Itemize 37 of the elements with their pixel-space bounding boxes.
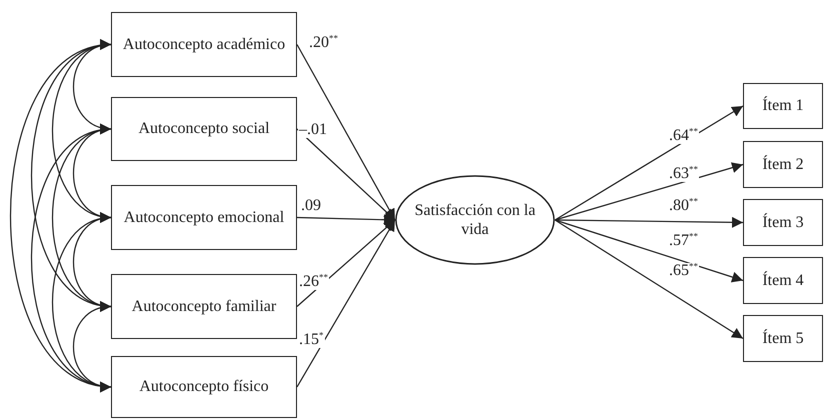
variable-box	[743, 83, 823, 129]
node-label: Ítem 1	[761, 96, 805, 116]
node-label: Ítem 2	[761, 154, 805, 174]
path-arrow	[296, 220, 396, 307]
variable-box	[111, 97, 297, 161]
node-label: Ítem 5	[761, 328, 805, 348]
path-arrow	[296, 44, 396, 220]
variable-box	[111, 356, 297, 418]
path-arrow	[554, 220, 744, 339]
node-label: Autoconcepto físico	[138, 377, 270, 397]
coefficient-label: –.01	[298, 122, 328, 138]
coefficient-label: .64$^{**}$	[668, 128, 699, 144]
path-arrow	[554, 162, 744, 221]
path-arrow	[554, 105, 744, 221]
coefficient-label: .15$^{*}$	[298, 332, 324, 348]
variable-box	[111, 12, 297, 77]
coefficient-label: .63$^{**}$	[668, 166, 699, 182]
node-label: Ítem 4	[761, 270, 805, 290]
node-label: Autoconcepto social	[137, 119, 271, 139]
variable-box	[743, 315, 823, 362]
variable-box	[111, 274, 297, 339]
covariance-arrow	[72, 302, 112, 391]
variable-box	[111, 185, 297, 250]
path-arrow	[296, 220, 396, 388]
node-label: Satisfacción con la vida	[414, 200, 536, 240]
variable-box	[743, 199, 823, 246]
node-label: Ítem 3	[761, 212, 805, 232]
variable-box	[743, 141, 823, 188]
node-label: Autoconcepto académico	[122, 34, 286, 54]
node-label: Autoconcepto familiar	[130, 296, 278, 316]
path-arrow	[555, 216, 743, 228]
path-arrow	[554, 219, 744, 282]
latent-variable-ellipse	[395, 175, 555, 265]
node-label: Autoconcepto emocional	[122, 208, 286, 228]
variable-box	[743, 257, 823, 304]
path-arrow	[296, 214, 396, 226]
coefficient-label: .26$^{**}$	[298, 274, 329, 290]
